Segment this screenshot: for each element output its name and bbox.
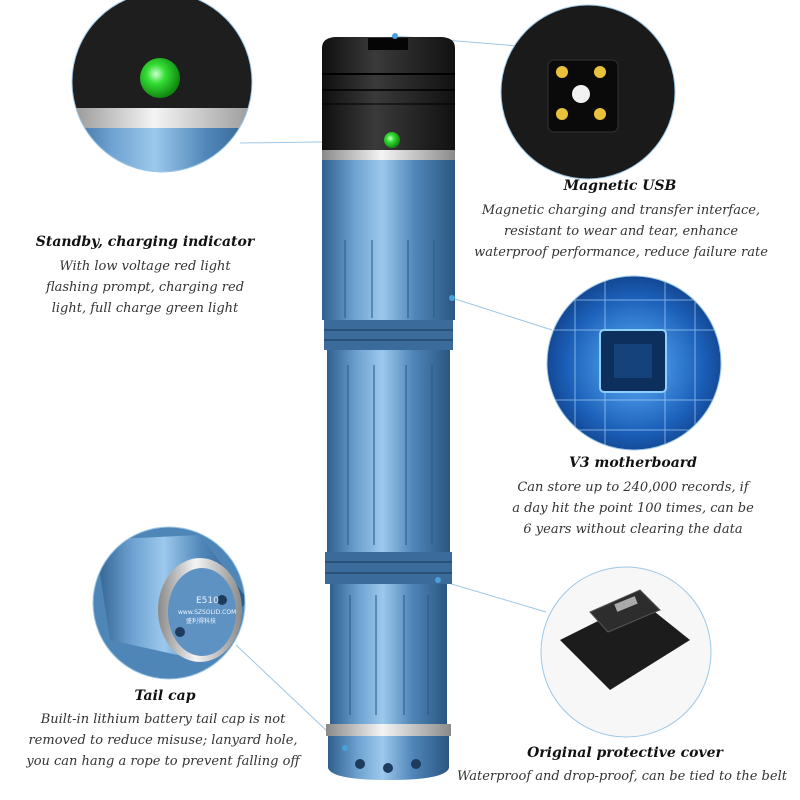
cover-closeup (540, 566, 712, 738)
motherboard-title: V3 motherboard (569, 455, 697, 471)
indicator-desc: With low voltage red light flashing prom… (45, 259, 245, 316)
tailcap-desc: Built-in lithium battery tail cap is not… (26, 712, 300, 769)
usb-title: Magnetic USB (563, 178, 677, 194)
maker-label: 盛利得科技 (186, 617, 216, 625)
tailcap-closeup: E510 www.SZSOLID.COM 盛利得科技 (92, 526, 246, 680)
motherboard-closeup (546, 275, 722, 451)
usb-desc: Magnetic charging and transfer interface… (474, 203, 768, 260)
cover-desc: Waterproof and drop-proof, can be tied t… (457, 769, 787, 784)
indicator-led (384, 132, 400, 148)
indicator-title: Standby, charging indicator (35, 234, 255, 250)
usb-closeup (500, 4, 676, 180)
flashlight-body (322, 160, 455, 780)
flashlight-head (322, 37, 455, 152)
top-ring (322, 150, 455, 160)
url-label: www.SZSOLID.COM (178, 609, 236, 616)
cover-title: Original protective cover (527, 745, 723, 761)
motherboard-desc: Can store up to 240,000 records, if a da… (512, 480, 754, 537)
model-label: E510 (196, 596, 219, 606)
tailcap-title: Tail cap (134, 688, 196, 704)
indicator-closeup (71, 0, 253, 173)
